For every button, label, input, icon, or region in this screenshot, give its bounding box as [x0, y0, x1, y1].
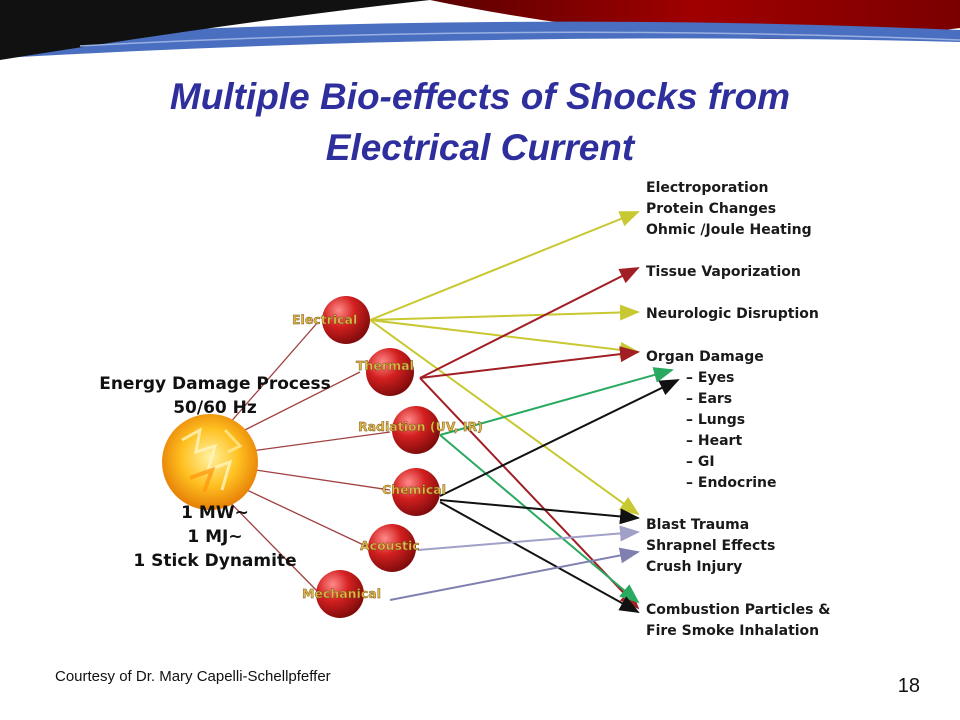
acoustic-arrows [417, 525, 640, 551]
effect-crush-injury: Crush Injury [646, 559, 742, 575]
mechanism-label-thermal: Thermal [356, 358, 414, 373]
banner-thin-line [79, 31, 960, 47]
source-label-line-5: 1 Stick Dynamite [133, 551, 296, 571]
energy-source-sphere [162, 414, 258, 510]
mechanism-label-chemical: Chemical [382, 482, 446, 497]
header-banner [0, 0, 960, 60]
effect-protein-changes: Protein Changes [646, 201, 776, 217]
mechanism-node-electrical: Electrical [292, 296, 370, 344]
mechanism-label-radiation: Radiation (UV, IR) [358, 419, 483, 434]
effect-fire-smoke-inhalation: Fire Smoke Inhalation [646, 623, 819, 639]
source-label-line-3: 1 MW~ [181, 503, 249, 523]
effect-organ-damage: Organ Damage [646, 349, 764, 365]
effect-combustion-particles: Combustion Particles & [646, 602, 831, 618]
slide-title-line-1: Multiple Bio-effects of Shocks from [169, 76, 791, 117]
organ-item: – Endocrine [686, 475, 777, 491]
organ-item: – Ears [686, 391, 732, 407]
page-number: 18 [897, 675, 920, 697]
banner-black-swoosh [0, 0, 430, 60]
organ-item: – Lungs [686, 412, 745, 428]
mechanical-arrows [389, 547, 640, 601]
mechanism-node-thermal: Thermal [356, 348, 414, 396]
source-label-line-1: Energy Damage Process [99, 374, 331, 394]
effect-shrapnel-effects: Shrapnel Effects [646, 538, 775, 554]
effect-electroporation: Electroporation [646, 180, 768, 196]
mechanism-node-mechanical: Mechanical [302, 570, 381, 618]
courtesy-credit: Courtesy of Dr. Mary Capelli-Schellpfeff… [55, 668, 331, 685]
radiation-arrows [439, 367, 674, 604]
effect-blast-trauma: Blast Trauma [646, 517, 749, 533]
banner-blue-swoosh [0, 21, 960, 58]
mechanism-label-electrical: Electrical [292, 312, 357, 327]
bio-effects-diagram: Electrical Thermal Radiation (UV, IR) Ch… [99, 180, 831, 639]
mechanism-node-chemical: Chemical [382, 468, 446, 516]
effect-neurologic-disruption: Neurologic Disruption [646, 306, 819, 322]
organ-item: – Eyes [686, 370, 734, 386]
effect-ohmic-joule-heating: Ohmic /Joule Heating [646, 222, 812, 238]
chemical-arrows [439, 379, 680, 613]
thermal-arrows [419, 267, 640, 610]
source-label-line-2: 50/60 Hz [173, 398, 257, 418]
mechanism-label-mechanical: Mechanical [302, 586, 381, 601]
mechanism-label-acoustic: Acoustic [360, 538, 420, 553]
effect-tissue-vaporization: Tissue Vaporization [646, 264, 801, 280]
organ-item: – Heart [686, 433, 742, 449]
mechanism-node-radiation: Radiation (UV, IR) [358, 406, 483, 454]
source-label-line-4: 1 MJ~ [187, 527, 242, 547]
mechanism-node-acoustic: Acoustic [360, 524, 420, 572]
organ-item: – GI [686, 454, 715, 470]
effects-list: Electroporation Protein Changes Ohmic /J… [646, 180, 831, 639]
slide-title-line-2: Electrical Current [325, 127, 635, 168]
